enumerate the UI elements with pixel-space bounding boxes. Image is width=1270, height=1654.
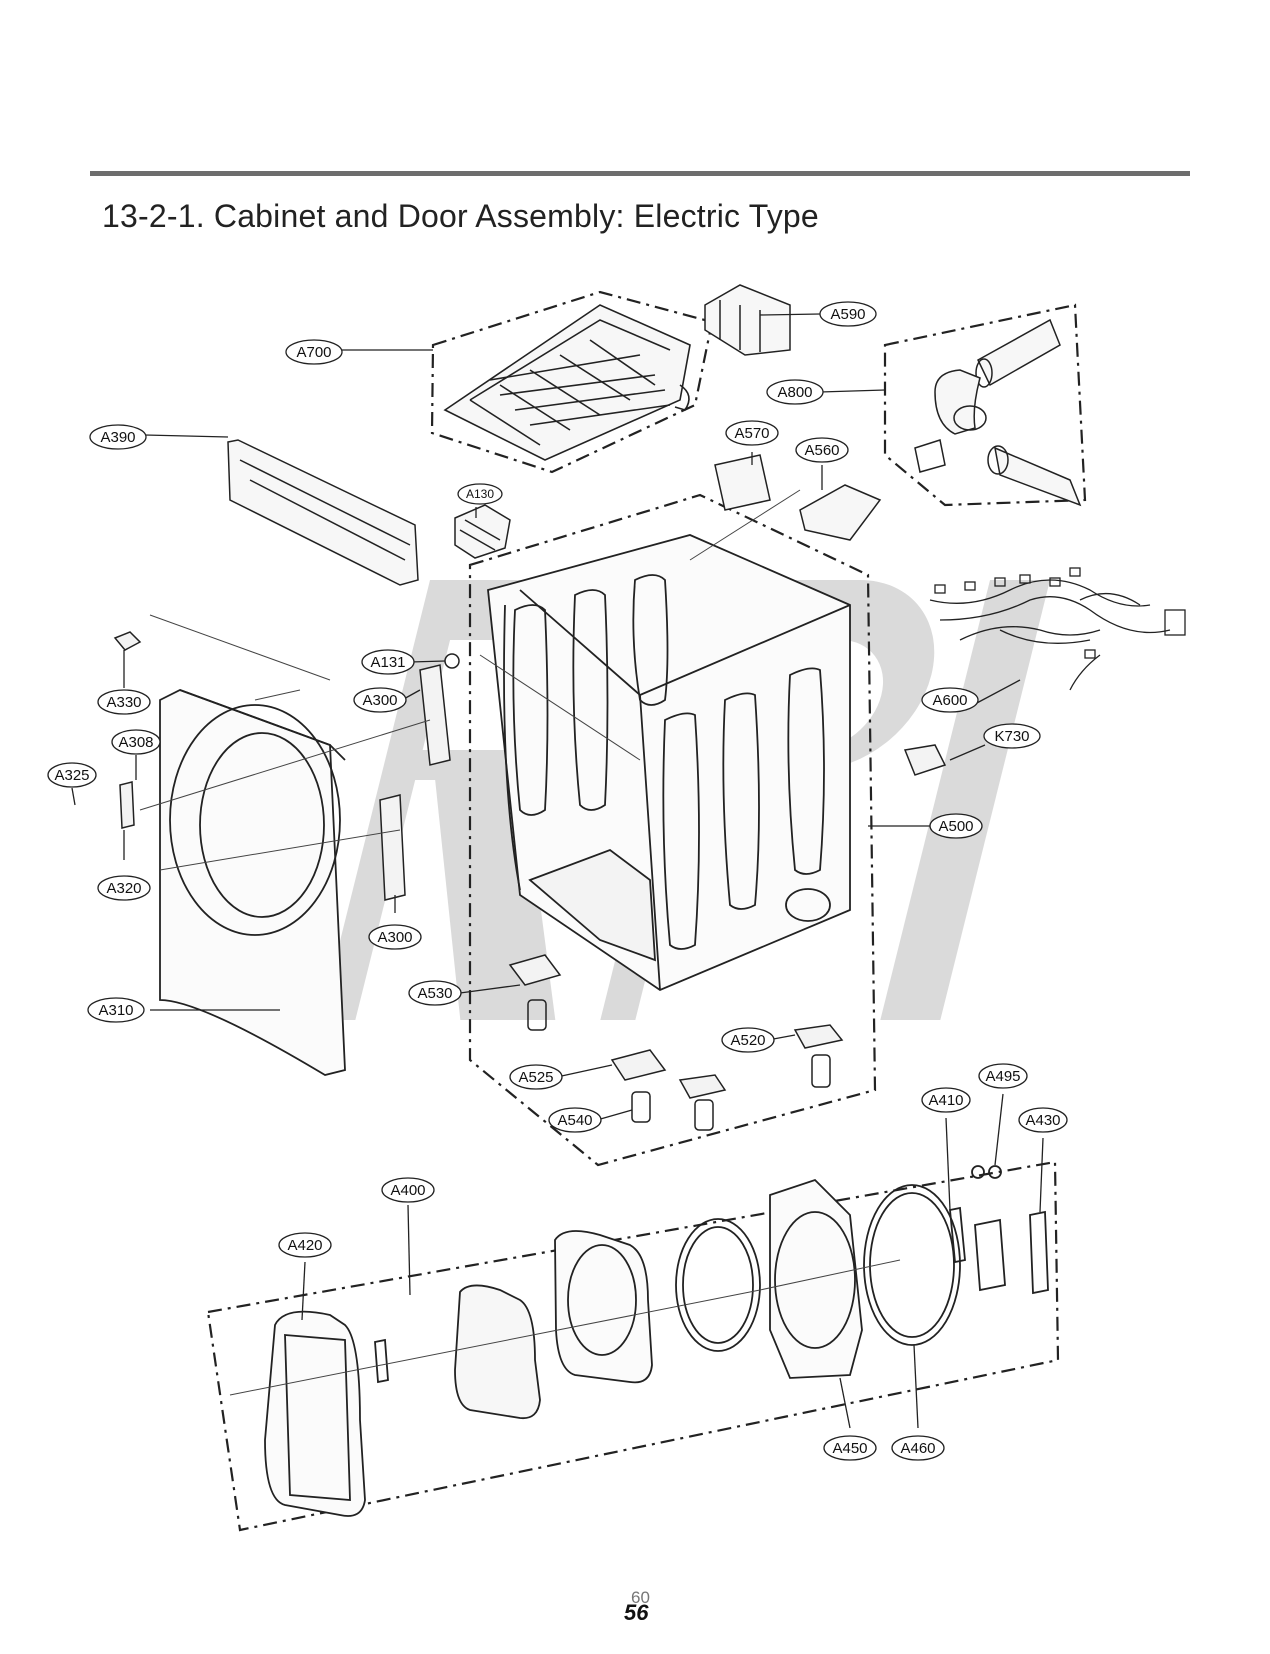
header-rule: [90, 171, 1190, 176]
svg-text:A525: A525: [518, 1069, 553, 1086]
part-a131: [444, 653, 460, 669]
svg-text:A300: A300: [362, 692, 397, 709]
part-label-a130: A130: [457, 483, 503, 505]
legs-and-brackets: [508, 954, 844, 1131]
part-label-a530: A530: [408, 980, 462, 1006]
cabinet-body-a500: [487, 534, 851, 992]
svg-text:A600: A600: [932, 692, 967, 709]
svg-text:A590: A590: [830, 306, 865, 323]
duct-parts-a800: [914, 318, 1082, 507]
part-label-a400: A400: [381, 1177, 435, 1203]
svg-text:A430: A430: [1025, 1112, 1060, 1129]
page-title: 13-2-1. Cabinet and Door Assembly: Elect…: [102, 198, 819, 234]
group-outline-top-cover: [430, 290, 714, 474]
svg-text:A325: A325: [54, 767, 89, 784]
part-label-a300-upper: A300: [353, 687, 407, 713]
door-ring-a460: [863, 1184, 961, 1346]
part-label-a330: A330: [97, 689, 151, 715]
svg-text:A390: A390: [100, 429, 135, 446]
svg-text:A560: A560: [804, 442, 839, 459]
svg-text:A300: A300: [377, 929, 412, 946]
part-a330: [113, 631, 142, 651]
bracket-part-a590: [704, 284, 791, 356]
part-a570: [714, 454, 771, 511]
control-bracket-a390: [227, 439, 419, 586]
part-label-a450: A450: [823, 1435, 877, 1461]
part-a300-lower: [379, 794, 406, 901]
svg-text:A308: A308: [118, 734, 153, 751]
door-glass: [454, 1284, 541, 1420]
door-outer-frame-a450: [769, 1178, 863, 1379]
part-label-a800: A800: [766, 379, 824, 405]
top-cover-part: [443, 304, 691, 461]
part-label-a520: A520: [721, 1027, 775, 1053]
svg-text:A520: A520: [730, 1032, 765, 1049]
part-label-a540: A540: [548, 1107, 602, 1133]
svg-text:A410: A410: [928, 1092, 963, 1109]
part-label-a525: A525: [509, 1064, 563, 1090]
part-label-a570: A570: [725, 420, 779, 446]
part-label-a310: A310: [87, 997, 145, 1023]
part-label-a131: A131: [361, 649, 415, 675]
part-label-k730: K730: [983, 723, 1041, 749]
part-label-a420: A420: [278, 1232, 332, 1258]
svg-text:A320: A320: [106, 880, 141, 897]
page-number-small: 60: [631, 1588, 650, 1607]
part-label-a700: A700: [285, 339, 343, 365]
part-label-a430: A430: [1018, 1107, 1068, 1133]
svg-text:A130: A130: [466, 487, 494, 501]
svg-text:A310: A310: [98, 1002, 133, 1019]
part-label-a500: A500: [929, 813, 983, 839]
svg-text:A400: A400: [390, 1182, 425, 1199]
wiring-harness-a600: [929, 567, 1186, 691]
part-k730: [903, 744, 947, 776]
svg-text:A460: A460: [900, 1440, 935, 1457]
part-label-a560: A560: [795, 437, 849, 463]
svg-text:A131: A131: [370, 654, 405, 671]
part-label-a495: A495: [978, 1063, 1028, 1089]
svg-text:K730: K730: [994, 728, 1029, 745]
page-number: 56: [624, 1600, 649, 1625]
door-strip-a430: [1029, 1210, 1049, 1295]
part-a130: [454, 504, 511, 559]
part-label-a600: A600: [921, 687, 979, 713]
svg-text:A450: A450: [832, 1440, 867, 1457]
svg-text:A330: A330: [106, 694, 141, 711]
part-label-a308: A308: [111, 729, 161, 755]
door-parts: [264, 1165, 1049, 1517]
part-a560: [799, 484, 882, 541]
svg-text:A500: A500: [938, 818, 973, 835]
door-latch-a410: [949, 1206, 966, 1264]
svg-text:A495: A495: [985, 1068, 1020, 1085]
svg-text:A530: A530: [417, 985, 452, 1002]
svg-text:A800: A800: [777, 384, 812, 401]
door-inner-frame-a400: [554, 1230, 653, 1384]
door-gasket: [675, 1218, 761, 1352]
svg-text:A570: A570: [734, 425, 769, 442]
part-label-a460: A460: [891, 1435, 945, 1461]
group-outline-cabinet: [468, 493, 877, 1167]
part-label-a300-lower: A300: [368, 924, 422, 950]
door-frame-a420: [264, 1310, 366, 1517]
svg-text:A540: A540: [557, 1112, 592, 1129]
door-hinge: [374, 1338, 389, 1384]
front-panel-a310: [159, 689, 346, 1076]
part-label-a325: A325: [47, 762, 97, 788]
svg-text:A420: A420: [287, 1237, 322, 1254]
part-label-a390: A390: [89, 424, 147, 450]
svg-text:A700: A700: [296, 344, 331, 361]
part-label-a320: A320: [97, 875, 151, 901]
part-label-a590: A590: [819, 301, 877, 327]
part-label-a410: A410: [921, 1087, 971, 1113]
part-a300-upper: [419, 664, 451, 766]
part-a320: [119, 781, 135, 829]
